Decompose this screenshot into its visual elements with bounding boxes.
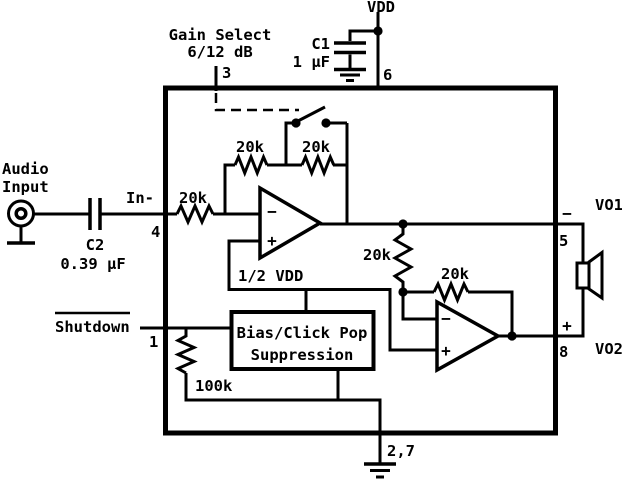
vo2-label: VO2 — [595, 340, 622, 358]
bias-block-label-line1: Bias/Click Pop — [237, 324, 368, 342]
opamp1-inverting-sign: − — [267, 202, 277, 221]
pin8-number: 8 — [559, 343, 568, 361]
vo2-polarity-sign: + — [562, 316, 572, 335]
opamp2-inverting-sign: − — [441, 309, 451, 328]
c2-name-label: C2 — [86, 236, 105, 254]
resistor-feedback-a-20k — [233, 152, 269, 178]
r-bridge-feedback-value: 20k — [441, 265, 470, 283]
gain-select-label-line2: 6/12 dB — [187, 43, 252, 61]
switch-lever-icon — [295, 105, 326, 124]
opamp1-symbol — [258, 184, 324, 262]
r-feedback-b-value: 20k — [302, 138, 331, 156]
resistor-input-20k — [175, 202, 215, 226]
wire-bridge-fb-right — [468, 290, 514, 336]
opamp2-symbol — [435, 299, 502, 373]
resistor-bridge-feedback-20k — [432, 280, 470, 304]
vo1-label: VO1 — [595, 196, 622, 214]
vo1-polarity-sign: − — [562, 204, 572, 223]
speaker-cone-icon — [587, 249, 604, 301]
wire-half-vdd — [227, 239, 437, 352]
wire-opamp2-inverting — [401, 292, 437, 321]
r-input-value: 20k — [179, 189, 208, 207]
pin4-number: 4 — [151, 223, 160, 241]
half-vdd-label: 1/2 VDD — [238, 267, 303, 285]
pin1-number: 1 — [149, 333, 158, 351]
gain-select-control-dashed-line — [214, 93, 299, 112]
resistor-bridge-input-20k — [391, 224, 415, 292]
ic-body-outline — [163, 85, 558, 436]
wire-switch-left — [284, 121, 293, 166]
speaker-driver-icon — [575, 261, 591, 290]
wire-vo2 — [498, 288, 585, 338]
wire-ground-trunk — [184, 373, 382, 463]
r-shutdown-pulldown-value: 100k — [195, 377, 233, 395]
r-feedback-a-value: 20k — [236, 138, 265, 156]
pin3-number: 3 — [222, 64, 231, 82]
resistor-100k — [174, 328, 198, 375]
wire-feedback-left — [223, 163, 235, 214]
pin5-number: 5 — [559, 232, 568, 250]
switch-contact-right — [321, 118, 331, 128]
audio-input-label-line2: Input — [2, 178, 49, 196]
bias-block-outline — [229, 310, 376, 371]
wire-vo1 — [320, 222, 585, 263]
vdd-label: VDD — [367, 0, 395, 16]
audio-jack-center-pin — [14, 206, 28, 221]
audio-input-label-line1: Audio — [2, 160, 49, 178]
opamp1-noninverting-sign: + — [267, 231, 277, 250]
c1-value-label: 1 µF — [293, 53, 330, 71]
c2-value-label: 0.39 µF — [60, 255, 125, 273]
opamp2-noninverting-sign: + — [441, 341, 451, 360]
shutdown-label: Shutdown — [55, 318, 130, 336]
pin6-number: 6 — [383, 66, 392, 84]
switch-contact-left — [291, 118, 301, 128]
bias-block-label-line2: Suppression — [251, 346, 354, 364]
audio-jack-icon — [7, 199, 35, 228]
gain-select-label-line1: Gain Select — [169, 26, 272, 44]
r-bridge-input-value: 20k — [363, 246, 392, 264]
gnd-pins-number: 2,7 — [387, 442, 415, 460]
c1-name-label: C1 — [311, 35, 330, 53]
wire-vdd-to-c1 — [348, 29, 378, 41]
resistor-feedback-b-20k — [300, 152, 336, 178]
in-minus-label: In- — [126, 189, 154, 207]
